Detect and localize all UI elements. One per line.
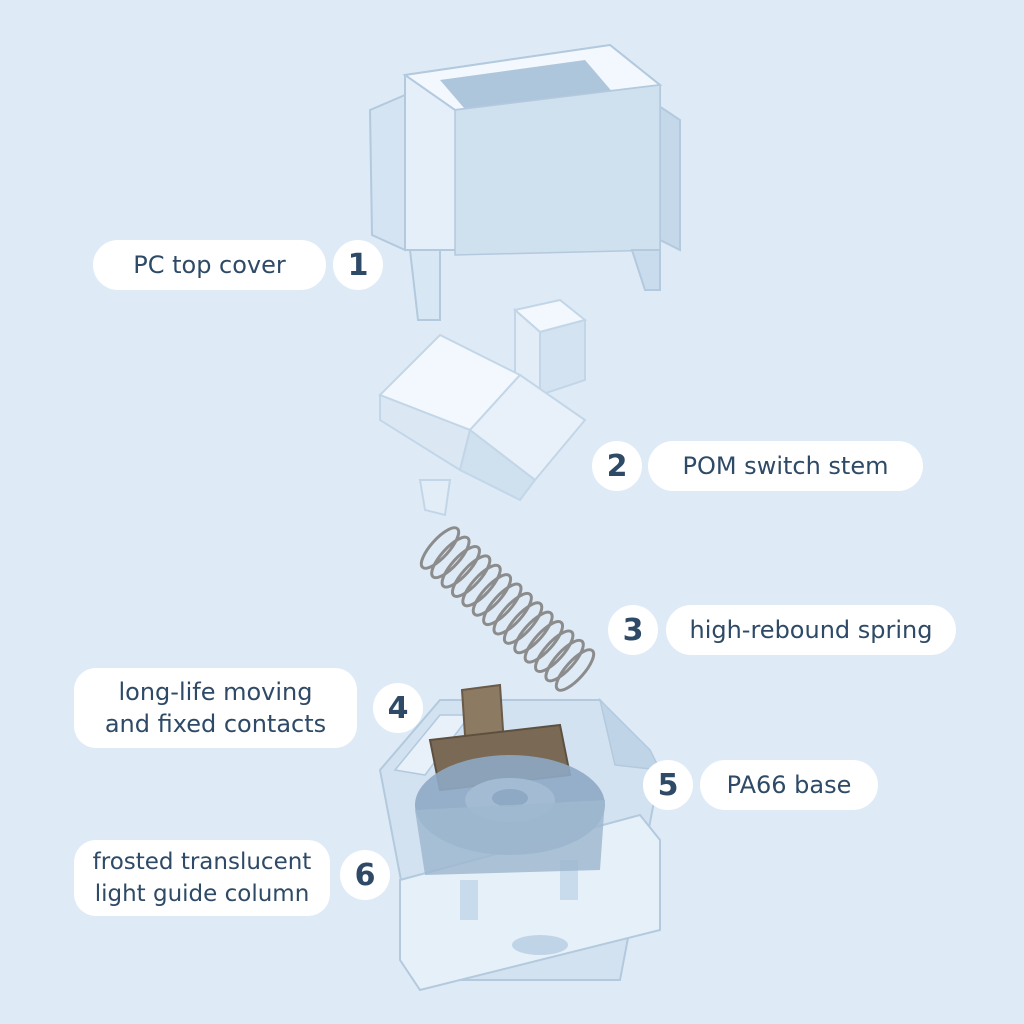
- spring-coil: [430, 535, 471, 580]
- label-light-guide-line-2: light guide column: [94, 881, 310, 907]
- number-badge-6: 6: [340, 850, 390, 900]
- spring-coil: [513, 610, 554, 655]
- label-contacts: long-life moving and fixed contacts: [74, 668, 357, 748]
- top-cover-icon: [368, 43, 681, 321]
- light-guide-icon: [415, 755, 605, 875]
- spring-coil: [482, 582, 523, 627]
- label-base: PA66 base: [700, 760, 878, 810]
- label-switch-stem: POM switch stem: [648, 441, 923, 491]
- label-top-cover: PC top cover: [93, 240, 326, 290]
- spring-coil: [471, 573, 513, 617]
- label-contacts-line-2: and fixed contacts: [104, 710, 327, 738]
- spring-coil: [534, 629, 575, 673]
- spring-icon: [419, 526, 596, 692]
- switch-stem-icon: [378, 298, 588, 517]
- number-badge-4: 4: [373, 683, 423, 733]
- label-light-guide-line-1: frosted translucent: [92, 849, 312, 875]
- number-badge-2: 2: [592, 441, 642, 491]
- spring-coil: [492, 591, 533, 636]
- number-badge-5: 5: [643, 760, 693, 810]
- number-badge-1: 1: [333, 240, 383, 290]
- spring-coil: [451, 554, 492, 598]
- spring-coil: [419, 526, 461, 570]
- label-contacts-line-1: long-life moving: [118, 678, 313, 706]
- spring-coil: [502, 601, 544, 645]
- label-light-guide: frosted translucent light guide column: [74, 840, 330, 916]
- spring-coil: [461, 563, 502, 608]
- label-spring: high-rebound spring: [666, 605, 956, 655]
- spring-coil: [523, 620, 564, 664]
- spring-coil: [544, 638, 585, 683]
- spring-coil: [440, 545, 481, 589]
- number-badge-3: 3: [608, 605, 658, 655]
- spring-coil: [554, 648, 596, 692]
